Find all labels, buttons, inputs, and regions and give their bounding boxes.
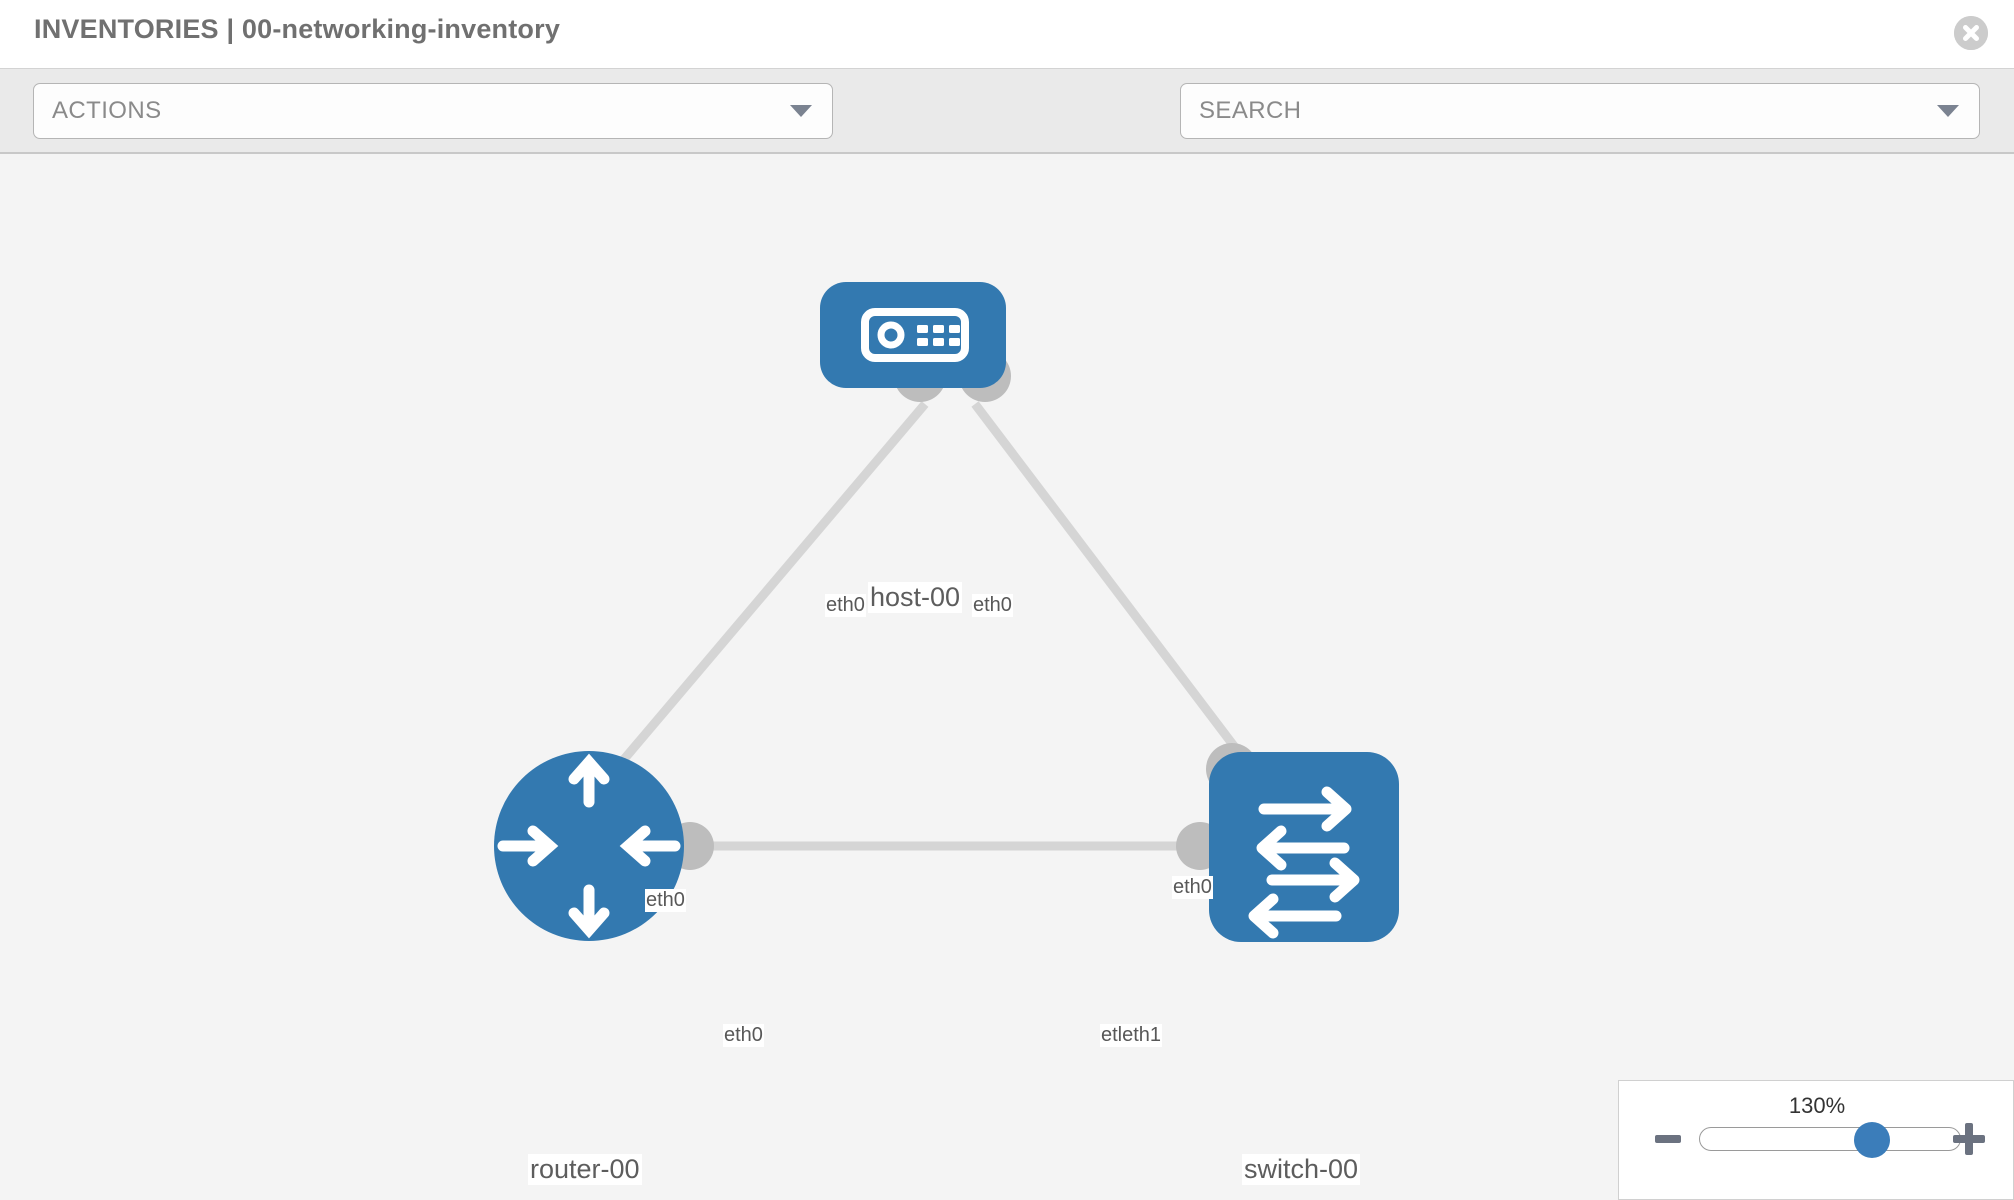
switch-icon <box>1248 786 1360 939</box>
actions-dropdown[interactable]: ACTIONS <box>33 83 833 139</box>
close-button[interactable] <box>1954 16 1988 50</box>
zoom-level-value: 130% <box>1788 1093 1846 1118</box>
page-title: INVENTORIES | 00-networking-inventory <box>34 14 561 44</box>
edge-host-switch[interactable] <box>971 401 1244 757</box>
edge-host-router[interactable] <box>616 401 929 767</box>
page-header: INVENTORIES | 00-networking-inventory <box>0 0 2014 68</box>
edge-label: eth0 <box>972 594 1013 617</box>
edge-label: eth0 <box>723 1024 764 1047</box>
router-icon <box>497 753 681 939</box>
actions-dropdown-label: ACTIONS <box>52 97 162 124</box>
edge-label: etleth1 <box>1100 1024 1163 1047</box>
node-router-00[interactable] <box>494 751 684 941</box>
toolbar: ACTIONS SEARCH <box>0 68 2014 194</box>
zoom-slider-thumb[interactable] <box>1853 1122 1890 1158</box>
chevron-down-icon <box>790 105 812 117</box>
zoom-control-panel: 130% <box>1618 1080 2014 1200</box>
node-switch-00[interactable] <box>1209 752 1399 942</box>
zoom-slider[interactable] <box>1699 1122 1961 1158</box>
search-input[interactable]: SEARCH <box>1180 83 1980 139</box>
edge-label: eth0 <box>825 594 866 617</box>
zoom-in-button[interactable] <box>1953 1123 1985 1155</box>
node-label-host: host-00 <box>868 582 963 613</box>
chevron-down-icon <box>1937 105 1959 117</box>
zoom-out-button[interactable] <box>1655 1135 1681 1143</box>
node-label-switch: switch-00 <box>1242 1154 1361 1185</box>
topology-canvas[interactable]: eth0 eth0 eth0 eth0 eth0 etleth1 host-00… <box>0 154 2014 1200</box>
edge-label: eth0 <box>645 889 686 912</box>
host-icon <box>861 308 969 362</box>
edges <box>616 401 1244 851</box>
close-icon <box>1954 16 1988 50</box>
node-host-00[interactable] <box>820 282 1006 388</box>
search-placeholder: SEARCH <box>1199 97 1302 124</box>
node-label-router: router-00 <box>528 1154 642 1185</box>
topology-graph <box>494 282 1399 942</box>
edge-label: eth0 <box>1172 876 1213 899</box>
